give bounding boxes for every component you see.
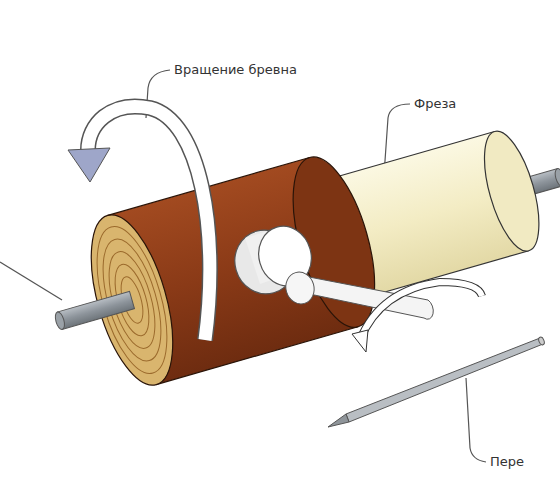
- part-label: Вращение бревна: [172, 62, 299, 78]
- cutter: [227, 220, 433, 319]
- feed-needle: [328, 336, 545, 427]
- leader-line: [0, 262, 62, 300]
- feed-arc-arrow: [352, 282, 482, 352]
- part-label: Пере: [488, 454, 526, 470]
- part-label: Фреза: [412, 96, 458, 112]
- leader-line: [466, 378, 486, 462]
- rotation-arrow: [68, 106, 210, 340]
- log-assembly: [32, 92, 560, 407]
